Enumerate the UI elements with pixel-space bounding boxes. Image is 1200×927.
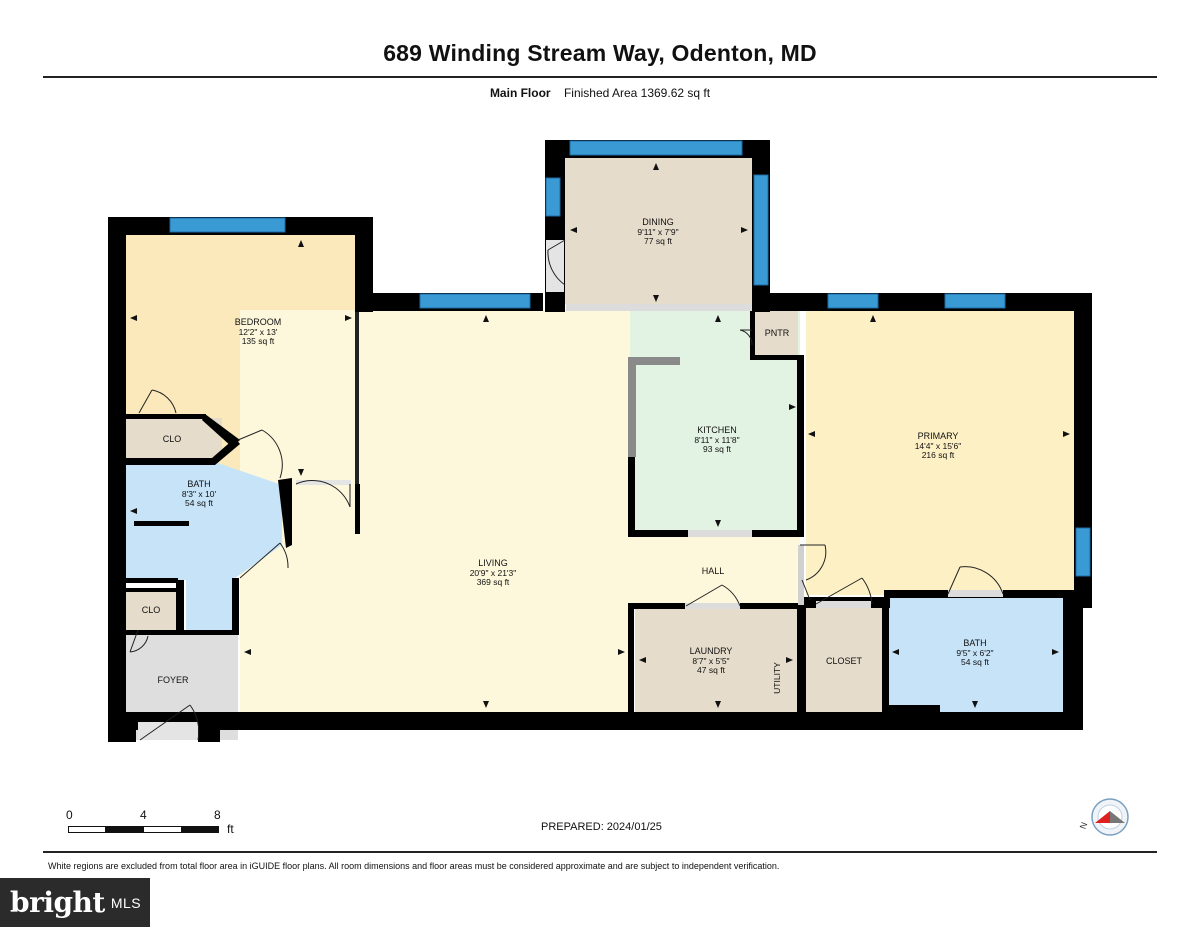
scale-tick-0: 0 bbox=[66, 808, 73, 822]
dining-area: 77 sq ft bbox=[644, 236, 673, 246]
laundry-label: LAUNDRY bbox=[690, 646, 733, 656]
closet-2-area bbox=[126, 592, 176, 630]
scale-segment-4 bbox=[181, 826, 219, 833]
living-label: LIVING bbox=[478, 558, 508, 568]
closet-3-label: CLOSET bbox=[826, 656, 863, 666]
disclaimer-text: White regions are excluded from total fl… bbox=[48, 861, 780, 871]
bath-1-dims: 8'3" x 10' bbox=[182, 489, 217, 499]
laundry-area: 47 sq ft bbox=[697, 665, 726, 675]
bright-mls-logo: bright MLS bbox=[0, 878, 150, 927]
dining-dims: 9'11" x 7'9" bbox=[637, 227, 678, 237]
closet-1-area bbox=[126, 418, 222, 458]
bath-1-label: BATH bbox=[187, 479, 210, 489]
window-primary-2 bbox=[944, 293, 1006, 309]
closet-2-label: CLO bbox=[142, 605, 161, 615]
bedroom-label: BEDROOM bbox=[235, 317, 282, 327]
room-fills bbox=[126, 158, 1074, 740]
doors bbox=[129, 239, 1004, 741]
compass-north-letter: N bbox=[1078, 821, 1089, 831]
bath-2-area bbox=[888, 597, 1063, 712]
dining-label: DINING bbox=[642, 217, 674, 227]
bath-1-area: 54 sq ft bbox=[185, 498, 214, 508]
scale-tick-4: 4 bbox=[140, 808, 147, 822]
bath-1-area bbox=[126, 462, 282, 630]
living-area-ext bbox=[357, 310, 630, 490]
laundry-dims: 8'7" x 5'5" bbox=[692, 656, 729, 666]
room-labels: DINING 9'11" x 7'9" 77 sq ft BEDROOM 12'… bbox=[142, 217, 994, 694]
living-dims: 20'9" x 21'3" bbox=[470, 568, 517, 578]
header-divider bbox=[43, 76, 1157, 78]
window-primary-right bbox=[1075, 527, 1091, 577]
dimension-markers bbox=[130, 163, 1070, 708]
pantry-area bbox=[754, 310, 798, 358]
hall-area bbox=[630, 530, 800, 605]
kitchen-label: KITCHEN bbox=[697, 425, 737, 435]
scale-segment-3 bbox=[143, 826, 182, 833]
prepared-date: PREPARED: 2024/01/25 bbox=[541, 821, 662, 833]
laundry-area bbox=[635, 608, 797, 712]
windows bbox=[169, 140, 1091, 577]
scale-segment-1 bbox=[68, 826, 106, 833]
primary-dims: 14'4" x 15'6" bbox=[915, 441, 962, 451]
primary-label: PRIMARY bbox=[918, 431, 959, 441]
hall-label: HALL bbox=[702, 566, 725, 576]
bath-2-label: BATH bbox=[963, 638, 986, 648]
foyer-label: FOYER bbox=[157, 675, 189, 685]
compass-icon: N bbox=[1078, 798, 1129, 836]
window-living bbox=[419, 293, 531, 309]
window-dining-left bbox=[545, 177, 561, 217]
kitchen-area: 93 sq ft bbox=[703, 444, 732, 454]
floor-name: Main Floor bbox=[489, 86, 551, 100]
finished-area: Finished Area 1369.62 sq ft bbox=[563, 86, 711, 100]
plan-title: 689 Winding Stream Way, Odenton, MD bbox=[383, 40, 817, 66]
window-primary-1 bbox=[827, 293, 879, 309]
scale-unit: ft bbox=[227, 822, 234, 836]
plan-subtitle: Main Floor Finished Area 1369.62 sq ft bbox=[0, 86, 1200, 100]
footer-divider bbox=[43, 851, 1157, 853]
closet-3-area bbox=[806, 608, 884, 712]
bedroom-area: 135 sq ft bbox=[242, 336, 275, 346]
window-dining-top bbox=[569, 140, 743, 156]
primary-area bbox=[806, 310, 1074, 595]
primary-area: 216 sq ft bbox=[922, 450, 955, 460]
bath-2-area: 54 sq ft bbox=[961, 657, 990, 667]
window-dining-right bbox=[753, 174, 769, 286]
dining-room-area bbox=[565, 158, 752, 304]
logo-brand: bright bbox=[10, 886, 105, 919]
logo-suffix: MLS bbox=[110, 894, 142, 911]
living-area: 369 sq ft bbox=[477, 577, 510, 587]
bath-2-dims: 9'5" x 6'2" bbox=[956, 648, 993, 658]
window-bedroom bbox=[169, 217, 286, 233]
closet-1-label: CLO bbox=[163, 434, 182, 444]
kitchen-dims: 8'11" x 11'8" bbox=[694, 435, 739, 445]
scale-tick-8: 8 bbox=[214, 808, 221, 822]
utility-label: UTILITY bbox=[772, 662, 782, 694]
bedroom-dims: 12'2" x 13' bbox=[239, 327, 278, 337]
pantry-label: PNTR bbox=[765, 328, 790, 338]
scale-bar: 0 4 8 ft bbox=[66, 808, 266, 838]
scale-segment-2 bbox=[105, 826, 144, 833]
